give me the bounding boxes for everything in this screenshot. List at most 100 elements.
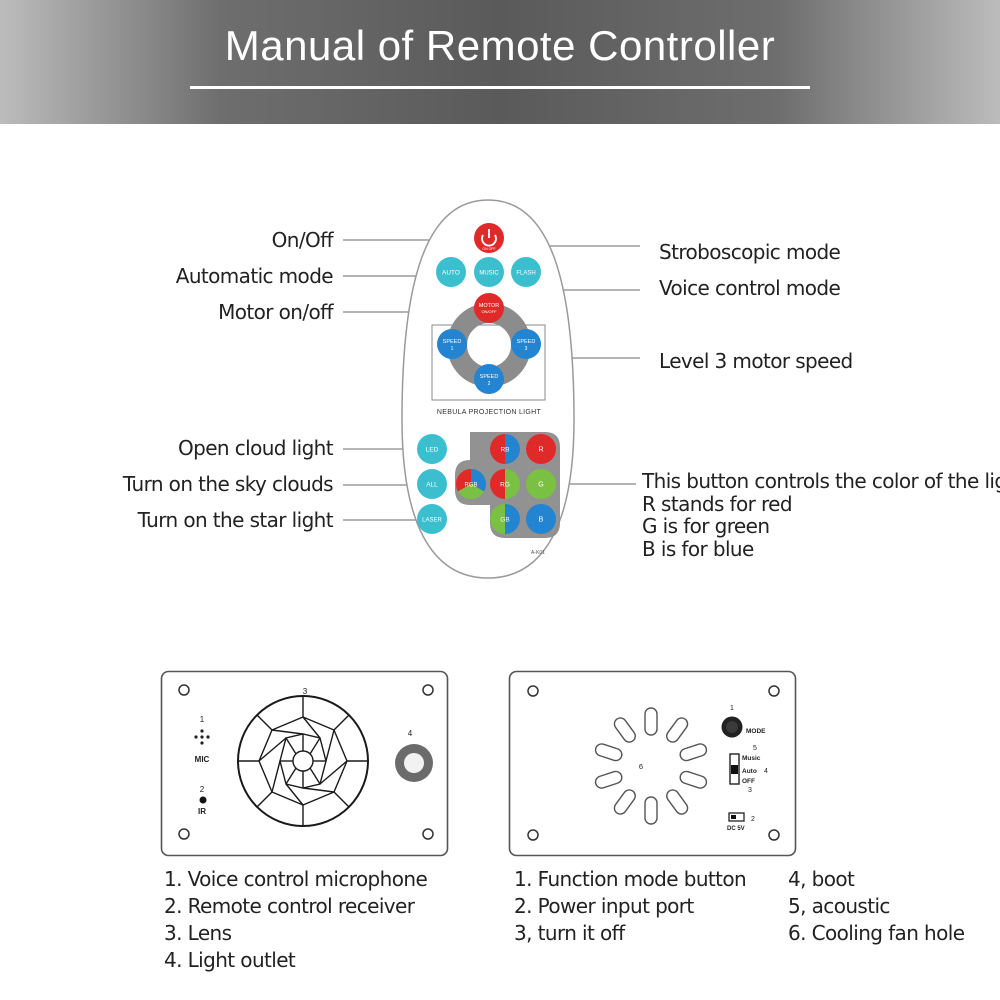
svg-text:MOTOR: MOTOR bbox=[479, 303, 499, 309]
legend-item: 3, turn it off bbox=[514, 921, 625, 945]
motor-button[interactable]: MOTOR ON/OFF bbox=[474, 293, 504, 323]
b-button[interactable]: B bbox=[526, 504, 556, 534]
onoff-button[interactable]: ON OFF bbox=[474, 223, 504, 253]
svg-text:IR: IR bbox=[198, 807, 206, 816]
led-button[interactable]: LED bbox=[417, 434, 447, 464]
svg-text:6: 6 bbox=[639, 762, 643, 771]
color-note-line: R stands for red bbox=[642, 491, 793, 516]
legend-item: 4, boot bbox=[788, 867, 855, 891]
speed-frame bbox=[431, 324, 546, 401]
svg-text:MUSIC: MUSIC bbox=[479, 271, 499, 277]
remote-brand-text: NEBULA PROJECTION LIGHT bbox=[437, 409, 542, 416]
dc-port bbox=[728, 812, 745, 822]
svg-text:3: 3 bbox=[748, 787, 752, 794]
svg-text:GB: GB bbox=[500, 517, 509, 524]
legend-item: 1. Function mode button bbox=[514, 867, 747, 891]
color-note-line: B is for blue bbox=[642, 536, 754, 561]
front-legend: 1. Voice control microphone 2. Remote co… bbox=[164, 866, 428, 974]
title-underline bbox=[190, 86, 810, 89]
svg-text:FLASH: FLASH bbox=[516, 271, 535, 277]
legend-item: 5, acoustic bbox=[788, 894, 890, 918]
page-title: Manual of Remote Controller bbox=[224, 22, 776, 69]
rg-button[interactable]: RG bbox=[490, 469, 520, 499]
svg-text:MODE: MODE bbox=[746, 728, 766, 735]
svg-text:B: B bbox=[539, 517, 544, 524]
svg-text:Auto: Auto bbox=[742, 768, 757, 775]
svg-text:2: 2 bbox=[200, 785, 205, 794]
legend-item: 1. Voice control microphone bbox=[164, 867, 428, 891]
svg-text:RGB: RGB bbox=[464, 483, 477, 489]
legend-item: 2. Remote control receiver bbox=[164, 894, 415, 918]
color-note-line: G is for green bbox=[642, 514, 770, 538]
svg-text:2: 2 bbox=[751, 816, 755, 823]
svg-text:1: 1 bbox=[451, 346, 454, 352]
svg-text:SPEED: SPEED bbox=[480, 374, 499, 380]
svg-text:2: 2 bbox=[488, 381, 491, 387]
mic-dots bbox=[194, 729, 210, 745]
svg-text:DC 5V: DC 5V bbox=[727, 826, 745, 832]
svg-text:G: G bbox=[538, 482, 543, 489]
header-banner: Manual of Remote Controller bbox=[0, 0, 1000, 124]
svg-text:AUTO: AUTO bbox=[442, 270, 460, 277]
lens bbox=[237, 695, 369, 827]
legend-item: 3. Lens bbox=[164, 921, 232, 945]
label-onoff: On/Off bbox=[271, 228, 334, 252]
ir-receiver bbox=[199, 796, 207, 804]
label-stroboscopic-mode: Stroboscopic mode bbox=[659, 240, 841, 264]
svg-text:3: 3 bbox=[525, 346, 528, 352]
flash-button[interactable]: FLASH bbox=[511, 257, 541, 287]
svg-text:RG: RG bbox=[500, 482, 510, 489]
screw-holes bbox=[527, 685, 780, 841]
label-open-cloud-light: Open cloud light bbox=[177, 436, 334, 460]
music-button[interactable]: MUSIC bbox=[474, 257, 504, 287]
color-note-line: This button controls the color of the li… bbox=[642, 469, 1000, 493]
svg-text:OFF: OFF bbox=[742, 778, 755, 785]
label-star-light: Turn on the star light bbox=[137, 508, 334, 532]
color-note: This button controls the color of the li… bbox=[642, 470, 1000, 560]
svg-text:4: 4 bbox=[408, 729, 413, 738]
svg-text:LASER: LASER bbox=[422, 518, 442, 524]
label-sky-clouds: Turn on the sky clouds bbox=[122, 472, 334, 496]
label-motor-onoff: Motor on/off bbox=[218, 300, 334, 324]
legend-item: 4. Light outlet bbox=[164, 948, 296, 972]
g-button[interactable]: G bbox=[526, 469, 556, 499]
back-legend-right: 4, boot 5, acoustic 6. Cooling fan hole bbox=[788, 866, 965, 947]
svg-text:4: 4 bbox=[764, 768, 768, 775]
svg-text:ON/OFF: ON/OFF bbox=[481, 309, 497, 314]
speed-1-button[interactable]: SPEED 1 bbox=[437, 329, 467, 359]
r-button[interactable]: R bbox=[526, 434, 556, 464]
svg-text:LED: LED bbox=[426, 447, 439, 454]
svg-text:5: 5 bbox=[753, 745, 757, 752]
svg-text:1: 1 bbox=[730, 705, 734, 712]
light-outlet bbox=[395, 744, 433, 782]
label-motor-speed: Level 3 motor speed bbox=[659, 349, 853, 373]
legend-item: 2. Power input port bbox=[514, 894, 694, 918]
speed-3-button[interactable]: SPEED 3 bbox=[511, 329, 541, 359]
svg-text:3: 3 bbox=[303, 687, 308, 696]
device-front-panel: 1 MIC 2 IR 3 4 bbox=[160, 670, 449, 857]
rgb-button[interactable]: RGB bbox=[455, 468, 487, 500]
device-back-panel: 6 1 MODE 5 Music Auto 4 OFF 3 2 DC 5V bbox=[508, 670, 797, 857]
label-voice-control-mode: Voice control mode bbox=[659, 276, 841, 300]
svg-text:ALL: ALL bbox=[426, 482, 438, 489]
svg-text:MIC: MIC bbox=[195, 755, 210, 764]
back-legend-left: 1. Function mode button 2. Power input p… bbox=[514, 866, 747, 947]
svg-text:1: 1 bbox=[200, 715, 205, 724]
all-button[interactable]: ALL bbox=[417, 469, 447, 499]
auto-button[interactable]: AUTO bbox=[436, 257, 466, 287]
legend-item: 6. Cooling fan hole bbox=[788, 921, 965, 945]
screw-holes bbox=[178, 684, 434, 840]
svg-text:Music: Music bbox=[742, 755, 761, 762]
speed-2-button[interactable]: SPEED 2 bbox=[474, 364, 504, 394]
svg-text:SPEED: SPEED bbox=[517, 339, 536, 345]
gb-button[interactable]: GB bbox=[490, 504, 520, 534]
svg-text:R: R bbox=[538, 447, 543, 454]
rb-button[interactable]: RB bbox=[490, 434, 520, 464]
svg-text:SPEED: SPEED bbox=[443, 339, 462, 345]
fan-holes bbox=[594, 707, 708, 825]
svg-text:ON OFF: ON OFF bbox=[482, 247, 495, 251]
laser-button[interactable]: LASER bbox=[417, 504, 447, 534]
power-icon bbox=[481, 234, 497, 247]
svg-text:RB: RB bbox=[500, 447, 509, 454]
